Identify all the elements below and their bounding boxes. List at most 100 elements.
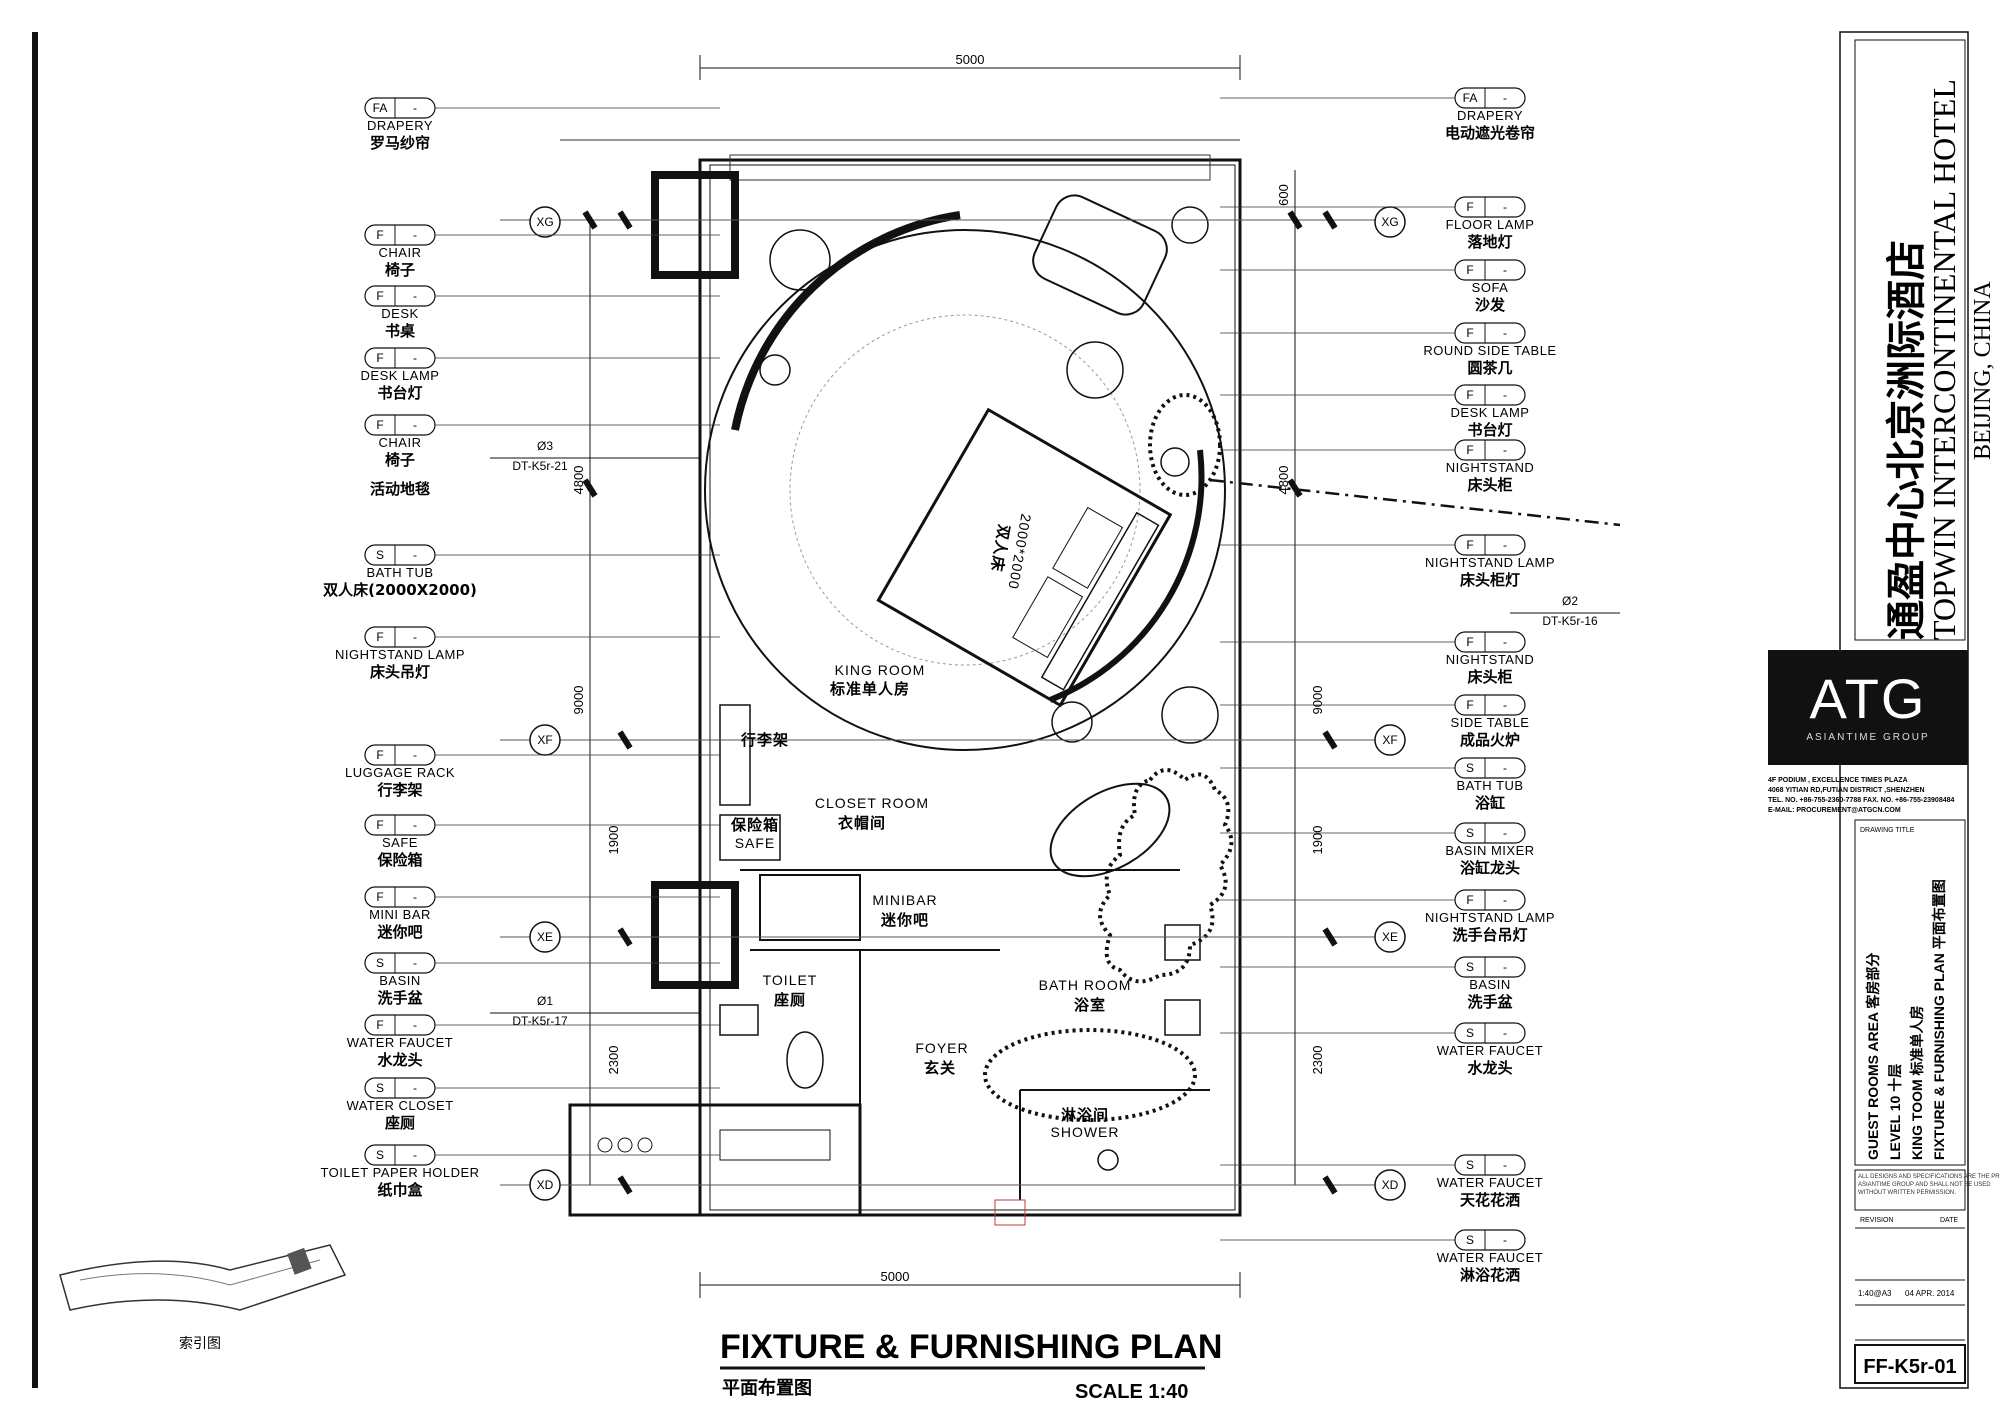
legend-tag: S: [376, 1081, 384, 1095]
keyplan-label: 索引图: [179, 1335, 221, 1352]
bath-tub: [1049, 782, 1171, 878]
room-label-toilet-cn: 座厕: [773, 991, 806, 1009]
legend-tag: F: [376, 228, 383, 242]
grid-bubble-xd-right: [1374, 1169, 1406, 1201]
legend-tag: F: [1466, 698, 1473, 712]
legend-label-cn: 浴缸龙头: [1460, 859, 1520, 877]
legend-label-en: LUGGAGE RACK: [345, 765, 455, 780]
room-label-safe: SAFE: [735, 835, 776, 851]
dim-top: 5000: [956, 52, 985, 67]
legend-tag: F: [1466, 326, 1473, 340]
legend-label-en: SIDE TABLE: [1451, 715, 1530, 730]
legend-tag: F: [1466, 388, 1473, 402]
legend-label-cn: 浴缸: [1475, 794, 1505, 812]
legend-label-cn: 电动遮光卷帘: [1445, 124, 1535, 142]
legend-tag: FA: [1463, 91, 1478, 105]
legend-label-cn: 水龙头: [377, 1051, 422, 1069]
hotel-city: BEIJING, CHINA: [1970, 281, 1996, 460]
legend-label-cn: 落地灯: [1467, 233, 1512, 251]
dim-left-2: 9000: [571, 686, 586, 715]
legend-tag: F: [376, 351, 383, 365]
room-label-king-cn: 标准单人房: [829, 680, 910, 698]
column-mid: [651, 881, 739, 989]
dim-left-3: 1900: [606, 826, 621, 855]
detail-3-num: Ø3: [537, 439, 553, 453]
room-label-bath: BATH ROOM: [1039, 977, 1132, 993]
legend-label-cn: 圆茶几: [1467, 359, 1512, 377]
legend-label-en: NIGHTSTAND LAMP: [1425, 555, 1555, 570]
legend-label-en: DRAPERY: [367, 118, 433, 133]
legend-tag: F: [376, 748, 383, 762]
svg-text:-: -: [1503, 826, 1507, 840]
company-address-2: 4068 YITIAN RD,FUTIAN DISTRICT ,SHENZHEN: [1768, 787, 1925, 794]
legend-tag: S: [376, 956, 384, 970]
legend-label-cn: 双人床(2000X2000): [323, 581, 477, 599]
legend-label-cn: 成品火炉: [1460, 731, 1520, 749]
round-rug: [704, 229, 1226, 751]
legend-label-cn: 床头柜: [1467, 476, 1512, 494]
legend-tag: S: [1466, 826, 1474, 840]
atg-logo-sub: ASIANTIME GROUP: [1806, 732, 1929, 743]
room-label-minibar: MINIBAR: [872, 892, 937, 908]
nightstand-lamp-2: [1051, 701, 1093, 743]
svg-text:-: -: [413, 748, 417, 762]
svg-text:-: -: [1503, 1233, 1507, 1247]
legend-label-en: FLOOR LAMP: [1446, 217, 1535, 232]
king-bed: [876, 407, 1173, 708]
svg-text:-: -: [1503, 1026, 1507, 1040]
room-label-bath-cn: 浴室: [1074, 996, 1106, 1014]
dimension-lines: [500, 55, 1380, 1298]
legend-label-en: SAFE: [382, 835, 418, 850]
grid-bubble-xe-left: [529, 921, 561, 953]
svg-text:-: -: [1503, 1158, 1507, 1172]
detail-2-num: Ø2: [1562, 594, 1578, 608]
grid-label-xd: XD: [537, 1178, 554, 1192]
floor-plan: [560, 139, 1621, 1226]
legend-label-en: BASIN: [1469, 977, 1511, 992]
drawing-title-label: DRAWING TITLE: [1860, 827, 1915, 834]
dim-right-0: 600: [1276, 184, 1291, 206]
company-email: E-MAIL: PROCUREMENT@ATGCN.COM: [1768, 807, 1901, 814]
svg-text:-: -: [413, 548, 417, 562]
grid-label-xg-r: XG: [1381, 215, 1398, 229]
date-label: DATE: [1940, 1217, 1958, 1224]
svg-text:-: -: [413, 351, 417, 365]
dim-left-4: 2300: [606, 1046, 621, 1075]
plan-title: FIXTURE & FURNISHING PLAN: [720, 1328, 1222, 1366]
legend-tag: F: [1466, 893, 1473, 907]
legend-tag: F: [1466, 263, 1473, 277]
legend-label-en: DESK LAMP: [361, 368, 440, 383]
svg-text:-: -: [413, 956, 417, 970]
legend-label-cn: 椅子: [385, 261, 415, 279]
svg-text:-: -: [413, 818, 417, 832]
svg-text:-: -: [1503, 960, 1507, 974]
plan-title-cn: 平面布置图: [722, 1377, 812, 1399]
legend-label-cn: 沙发: [1475, 296, 1506, 314]
hotel-name-cn: 通盈中心北京洲际酒店: [1883, 240, 1930, 640]
grid-bubble-xf-right: [1374, 724, 1406, 756]
chair-top: [769, 229, 831, 291]
legend-tag: S: [1466, 960, 1474, 974]
legend-label-en: MINI BAR: [369, 907, 431, 922]
legend-label-cn: 行李架: [376, 781, 422, 799]
legend-label-cn: 活动地毯: [370, 480, 430, 498]
svg-text:-: -: [1503, 635, 1507, 649]
legend-label-en: WATER FAUCET: [1437, 1250, 1543, 1265]
luggage-rack-unit: [719, 704, 751, 806]
toilet-basin: [719, 1004, 759, 1036]
drawing-title-line-1: GUEST ROOMS AREA 客房部分: [1865, 953, 1881, 1160]
